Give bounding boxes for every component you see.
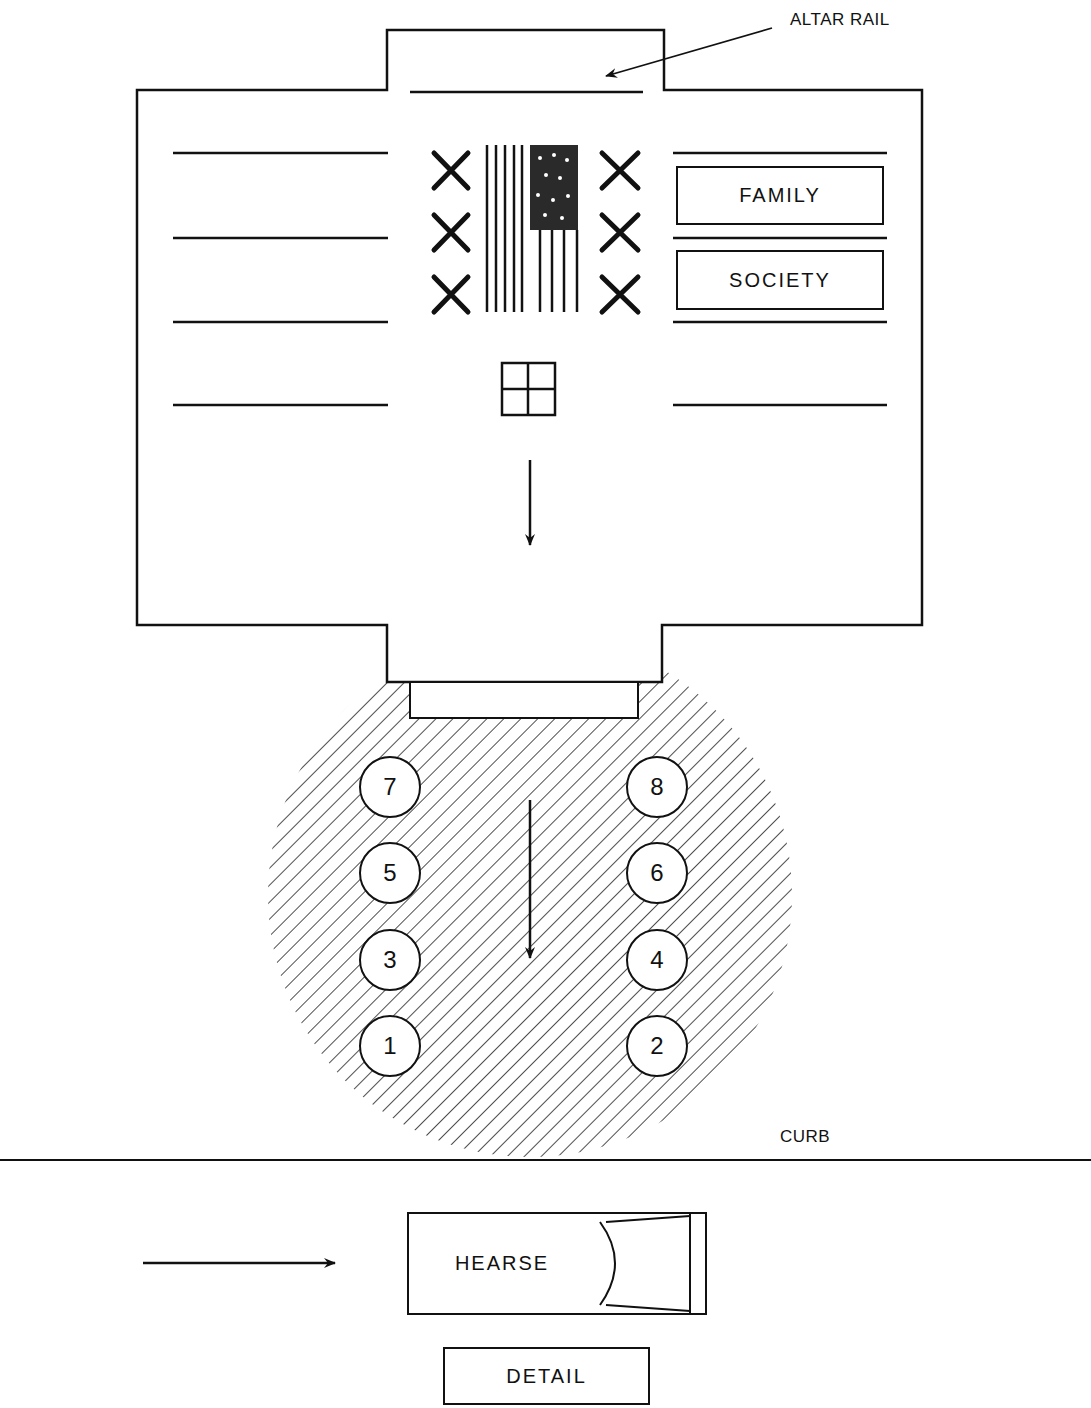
hatch-area <box>260 630 800 1160</box>
direction-arrow <box>529 460 532 545</box>
altar-rail <box>410 91 643 94</box>
callout-number: 3 <box>383 946 396 974</box>
callout-number: 7 <box>383 773 396 801</box>
box-label: HEARSE <box>455 1252 549 1275</box>
box-label: SOCIETY <box>729 269 831 292</box>
box-label: FAMILY <box>739 184 821 207</box>
callout-number: 4 <box>650 946 663 974</box>
grid-symbol <box>502 363 555 415</box>
callout-number: 5 <box>383 859 396 887</box>
curb-line <box>0 1159 1091 1161</box>
bearer-circle: 6 <box>626 842 688 904</box>
bearer-circle: 7 <box>359 756 421 818</box>
hearse-box: HEARSE <box>407 1212 707 1315</box>
direction-arrow <box>529 800 532 958</box>
bearer-circle: 1 <box>359 1015 421 1077</box>
callout-number: 8 <box>650 773 663 801</box>
pew-box: SOCIETY <box>676 250 884 310</box>
callout-number: 1 <box>383 1032 396 1060</box>
direction-arrow <box>143 1262 335 1265</box>
curb-label: CURB <box>778 1127 832 1147</box>
detail-box: DETAIL <box>443 1347 650 1405</box>
bearer-circle: 4 <box>626 929 688 991</box>
bearer-circle: 5 <box>359 842 421 904</box>
box-label: DETAIL <box>506 1365 587 1388</box>
church-outline <box>137 30 922 682</box>
bearer-circle: 8 <box>626 756 688 818</box>
bearer-circle: 2 <box>626 1015 688 1077</box>
altar-rail-label: ALTAR RAIL <box>788 10 892 30</box>
callout-number: 6 <box>650 859 663 887</box>
pew-box: FAMILY <box>676 166 884 225</box>
callout-number: 2 <box>650 1032 663 1060</box>
flag-casket <box>487 145 578 312</box>
leader-line <box>606 28 772 76</box>
bearer-circle: 3 <box>359 929 421 991</box>
entrance-step <box>410 682 638 718</box>
hearse-front <box>600 1214 690 1313</box>
